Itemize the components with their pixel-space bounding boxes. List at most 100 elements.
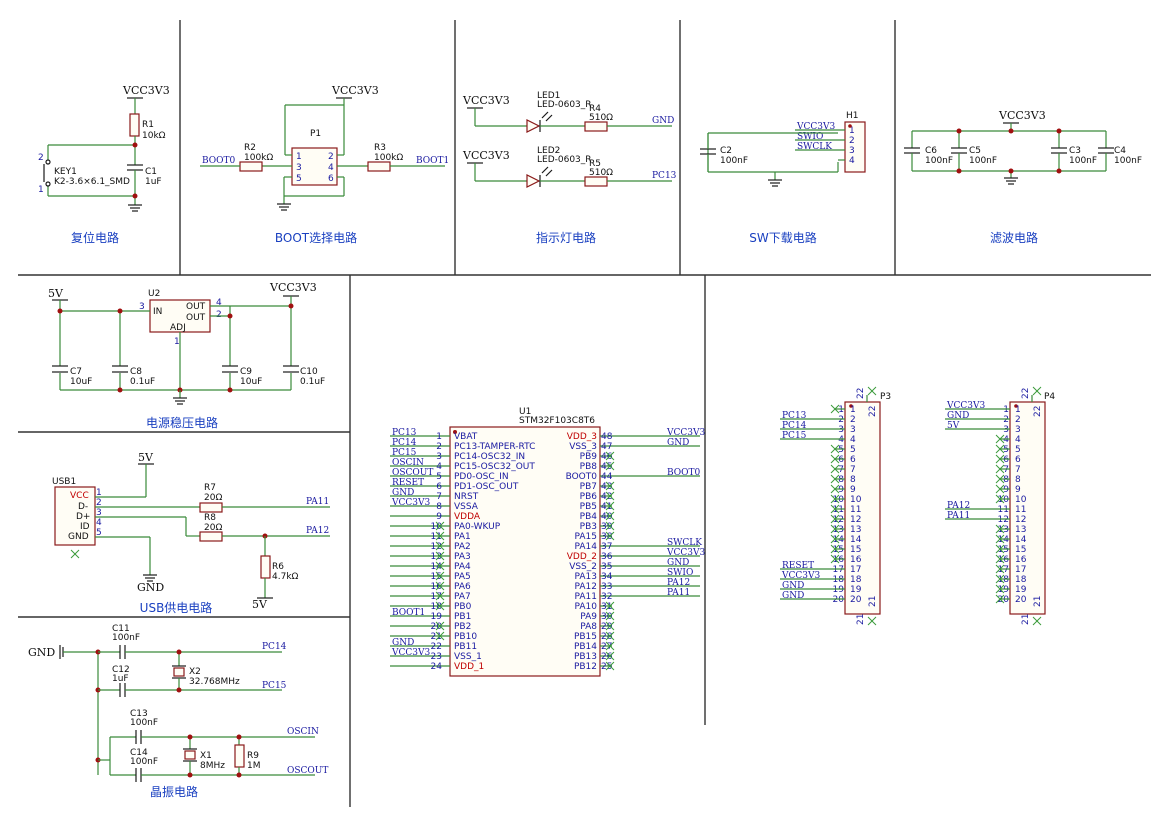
- r3-ref: R3: [374, 143, 386, 153]
- u1-pin-number: 39: [601, 522, 613, 532]
- p3-pin-label: 6: [850, 455, 856, 465]
- p3-net-label: RESET: [782, 561, 814, 571]
- h1-pin-number: 1: [849, 126, 855, 136]
- resistor-r9: [234, 744, 245, 768]
- p4-no-connect-mark: [995, 554, 1005, 564]
- p4-pin-number: 5: [1003, 445, 1009, 455]
- p4-pin-label: 5: [1015, 445, 1021, 455]
- p3-pin-label: 20: [850, 595, 862, 605]
- mcu-u1-body: [449, 426, 601, 677]
- p4-pin-number: 2: [1003, 415, 1009, 425]
- p3-pin-number: 3: [838, 425, 844, 435]
- u1-pin-name: PA4: [454, 562, 471, 572]
- u1-pin-number: 30: [601, 612, 613, 622]
- u1-pin-number: 33: [601, 582, 612, 592]
- u1-pin-name: PA8: [580, 622, 597, 632]
- u1-pin-name: PB12: [574, 662, 597, 672]
- u1-net-label: BOOT1: [392, 608, 425, 618]
- u1-pin-number: 1: [436, 432, 442, 442]
- u2-pin2: 2: [216, 310, 222, 320]
- u1-no-connect-mark: [435, 531, 445, 541]
- p4-net-label: PA11: [947, 511, 970, 521]
- led1-ref: LED1: [537, 91, 560, 101]
- u1-pin-name: VDDA: [454, 512, 481, 522]
- h1-net-label: SWCLK: [797, 142, 832, 152]
- u1-no-connect-mark: [605, 531, 615, 541]
- header-h1: [844, 121, 866, 173]
- u1-pin-name: BOOT0: [566, 472, 598, 482]
- u1-no-connect-mark: [605, 621, 615, 631]
- p4-no-connect-mark: [995, 564, 1005, 574]
- p4-no-connect-mark: [995, 594, 1005, 604]
- r1-value: 10kΩ: [142, 131, 166, 141]
- net-label-vcc3v3-led2: VCC3V3: [462, 149, 510, 162]
- u1-net-label: VCC3V3: [666, 548, 705, 558]
- u1-no-connect-mark: [605, 651, 615, 661]
- net-label-5v: 5V: [48, 287, 64, 300]
- p4-pin-label: 17: [1015, 565, 1026, 575]
- p4-no-connect-mark: [995, 524, 1005, 534]
- p3-pin-label: 18: [850, 575, 862, 585]
- p4-pin-number: 14: [998, 535, 1010, 545]
- u1-pin-number: 12: [431, 542, 442, 552]
- net-label-vcc3v3-filter: VCC3V3: [998, 109, 1046, 122]
- p1-pin3: 3: [296, 163, 302, 173]
- c2-value: 100nF: [720, 156, 748, 166]
- u1-pin-number: 2: [436, 442, 442, 452]
- crystal-x1: [184, 750, 196, 760]
- p3-pin-number: 14: [833, 535, 845, 545]
- power-caps: [51, 365, 300, 373]
- p3-pin-label: 16: [850, 555, 862, 565]
- net-label-gnd-led: GND: [652, 116, 674, 126]
- u2-pin4: 4: [216, 298, 222, 308]
- p3-pin-label: 11: [850, 505, 861, 515]
- filter-caps: [904, 128, 1114, 174]
- u2-out1-label: OUT: [186, 302, 206, 312]
- x1-value: 8MHz: [200, 761, 225, 771]
- c12-ref: C12: [112, 665, 130, 675]
- p3-no-connect-mark: [830, 544, 840, 554]
- p4-no-connect-mark: [995, 484, 1005, 494]
- u1-pin-number: 22: [431, 642, 442, 652]
- p3-pin-number: 9: [838, 485, 844, 495]
- u1-pin-number: 31: [601, 602, 612, 612]
- p4-pin-number: 21: [1033, 596, 1043, 607]
- p4-pin-number: 11: [998, 505, 1009, 515]
- p1-pin6: 6: [328, 174, 334, 184]
- u1-net-label: GND: [667, 438, 689, 448]
- u1-pin-name: PA12: [575, 582, 597, 592]
- p4-pin-number: 19: [998, 585, 1010, 595]
- crystal-circuit: GND C11 100nF PC14 C12 1uF PC15 X2 32.76…: [28, 624, 328, 782]
- usb1-pin1: 1: [96, 488, 102, 498]
- p4-pin-label: 8: [1015, 475, 1021, 485]
- p3-pin-number: 5: [838, 445, 844, 455]
- p4-no-connect-mark: [995, 464, 1005, 474]
- p3-pin-label: 15: [850, 545, 861, 555]
- p3-pin-label: 19: [850, 585, 862, 595]
- p4-pin-label: 4: [1015, 435, 1021, 445]
- net-label-pc14-crystal: PC14: [262, 642, 287, 652]
- x2-value: 32.768MHz: [189, 677, 240, 687]
- r5-ref: R5: [589, 159, 601, 169]
- x2-ref: X2: [189, 667, 201, 677]
- net-label-pc15-crystal: PC15: [262, 681, 287, 691]
- net-label-vcc3v3-power: VCC3V3: [269, 281, 317, 294]
- net-label-vcc3v3: VCC3V3: [122, 84, 170, 97]
- u1-pin-name: PB8: [580, 462, 598, 472]
- u1-net-label: BOOT0: [667, 468, 701, 478]
- h1-net-label: SWIO: [797, 132, 823, 142]
- u2-out2-label: OUT: [186, 313, 206, 323]
- u1-pin-number: 47: [601, 442, 612, 452]
- u1-pin-number: 11: [431, 532, 442, 542]
- p4-pin-number: 10: [998, 495, 1010, 505]
- r4-value: 510Ω: [589, 113, 613, 123]
- section-title-led: 指示灯电路: [536, 230, 596, 245]
- key1-ref: KEY1: [54, 167, 77, 177]
- p3-pin-number: 8: [838, 475, 844, 485]
- key1-value: K2-3.6×6.1_SMD: [54, 177, 130, 187]
- u1-pin-name: PB15: [574, 632, 597, 642]
- u1-pin-number: 34: [601, 572, 613, 582]
- u1-pin-number: 9: [436, 512, 442, 522]
